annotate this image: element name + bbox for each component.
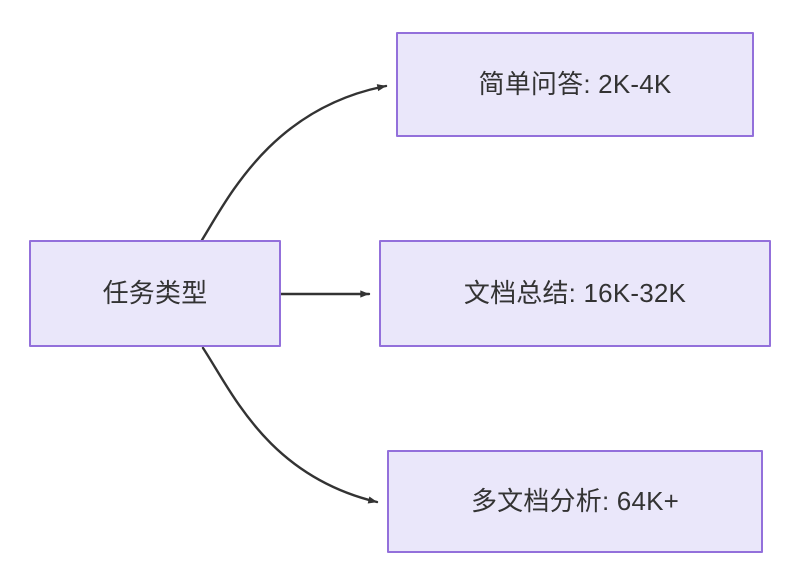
node-doc-summary-label: 文档总结: 16K-32K	[463, 278, 687, 309]
node-task-type-label: 任务类型	[102, 278, 208, 309]
edge-source-multi-doc	[201, 346, 379, 504]
node-multi-doc-label: 多文档分析: 64K+	[470, 486, 680, 517]
node-task-type[interactable]: 任务类型	[29, 240, 281, 347]
node-simple-qa-label: 简单问答: 2K-4K	[478, 69, 672, 100]
node-simple-qa[interactable]: 简单问答: 2K-4K	[396, 32, 754, 137]
edge-source-simple-qa	[200, 84, 388, 242]
node-doc-summary[interactable]: 文档总结: 16K-32K	[379, 240, 771, 347]
node-multi-doc[interactable]: 多文档分析: 64K+	[387, 450, 763, 553]
